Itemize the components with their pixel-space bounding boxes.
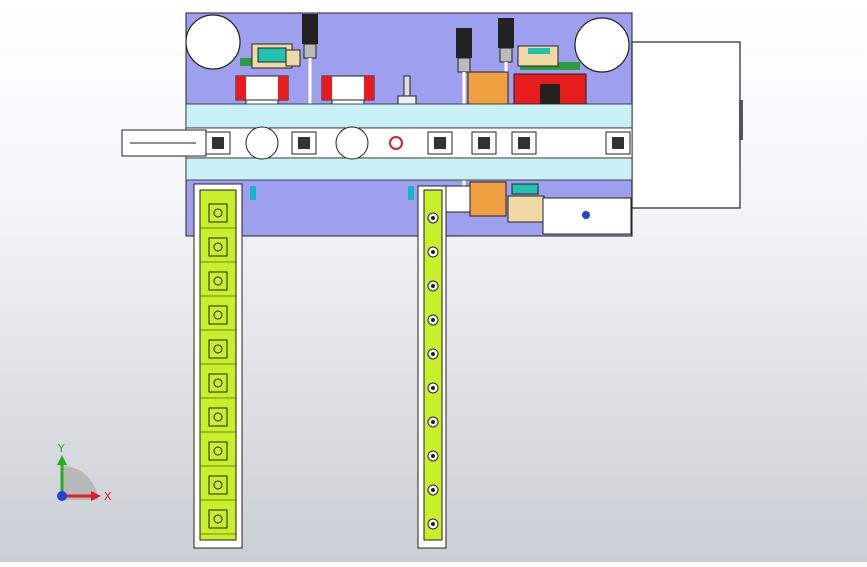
transfer-rail-upper [185, 103, 633, 129]
transfer-rail-lower [185, 157, 633, 181]
sensor-right [408, 186, 414, 200]
rail-fixture [511, 131, 537, 155]
conveyor-sprocket [427, 382, 439, 394]
conveyor-sprocket [427, 484, 439, 496]
conveyor-sprocket [427, 212, 439, 224]
conveyor-link [200, 339, 236, 365]
conveyor-link [200, 441, 236, 467]
pneumatic-cylinder-left [251, 43, 301, 69]
conveyor-link [200, 407, 236, 433]
part-ring [389, 136, 403, 150]
part-cup-2 [335, 126, 369, 160]
x-axis-label: X [104, 490, 112, 503]
conveyor-sprocket [427, 450, 439, 462]
conveyor-sprocket [427, 416, 439, 428]
rail-fixtures [205, 131, 631, 155]
z-axis-dot [57, 491, 67, 501]
part-cup-1 [245, 126, 279, 160]
conveyor-link [200, 373, 236, 399]
infeed-pusher [121, 129, 207, 157]
conveyor-link [200, 271, 236, 297]
rail-fixture [605, 131, 631, 155]
pneumatic-cylinder-right [517, 45, 559, 67]
rail-fixture [205, 131, 231, 155]
rail-fixture [291, 131, 317, 155]
left-conveyor [193, 183, 243, 549]
conveyor-sprocket [427, 518, 439, 530]
triad-shadow [62, 465, 98, 500]
conveyor-sprocket [427, 314, 439, 326]
conveyor-link [200, 509, 236, 535]
conveyor-link [200, 203, 236, 229]
electrical-cabinet [631, 41, 741, 209]
rail-fixture [427, 131, 453, 155]
cabinet-hinge [739, 100, 743, 140]
y-axis-label: Y [57, 442, 65, 455]
gripper-unit [507, 183, 545, 223]
control-panel [542, 197, 632, 235]
rail-fixture [471, 131, 497, 155]
conveyor-sprocket [427, 348, 439, 360]
conveyor-link [200, 305, 236, 331]
tape-roller-right [574, 17, 630, 73]
coordinate-triad: Y X [57, 442, 112, 503]
conveyor-link [200, 475, 236, 501]
sensor-left [250, 186, 256, 200]
conveyor-sprocket [427, 280, 439, 292]
tape-roller-left [185, 14, 241, 70]
conveyor-link [200, 237, 236, 263]
conveyor-sprocket [427, 246, 439, 258]
right-conveyor [417, 185, 447, 549]
